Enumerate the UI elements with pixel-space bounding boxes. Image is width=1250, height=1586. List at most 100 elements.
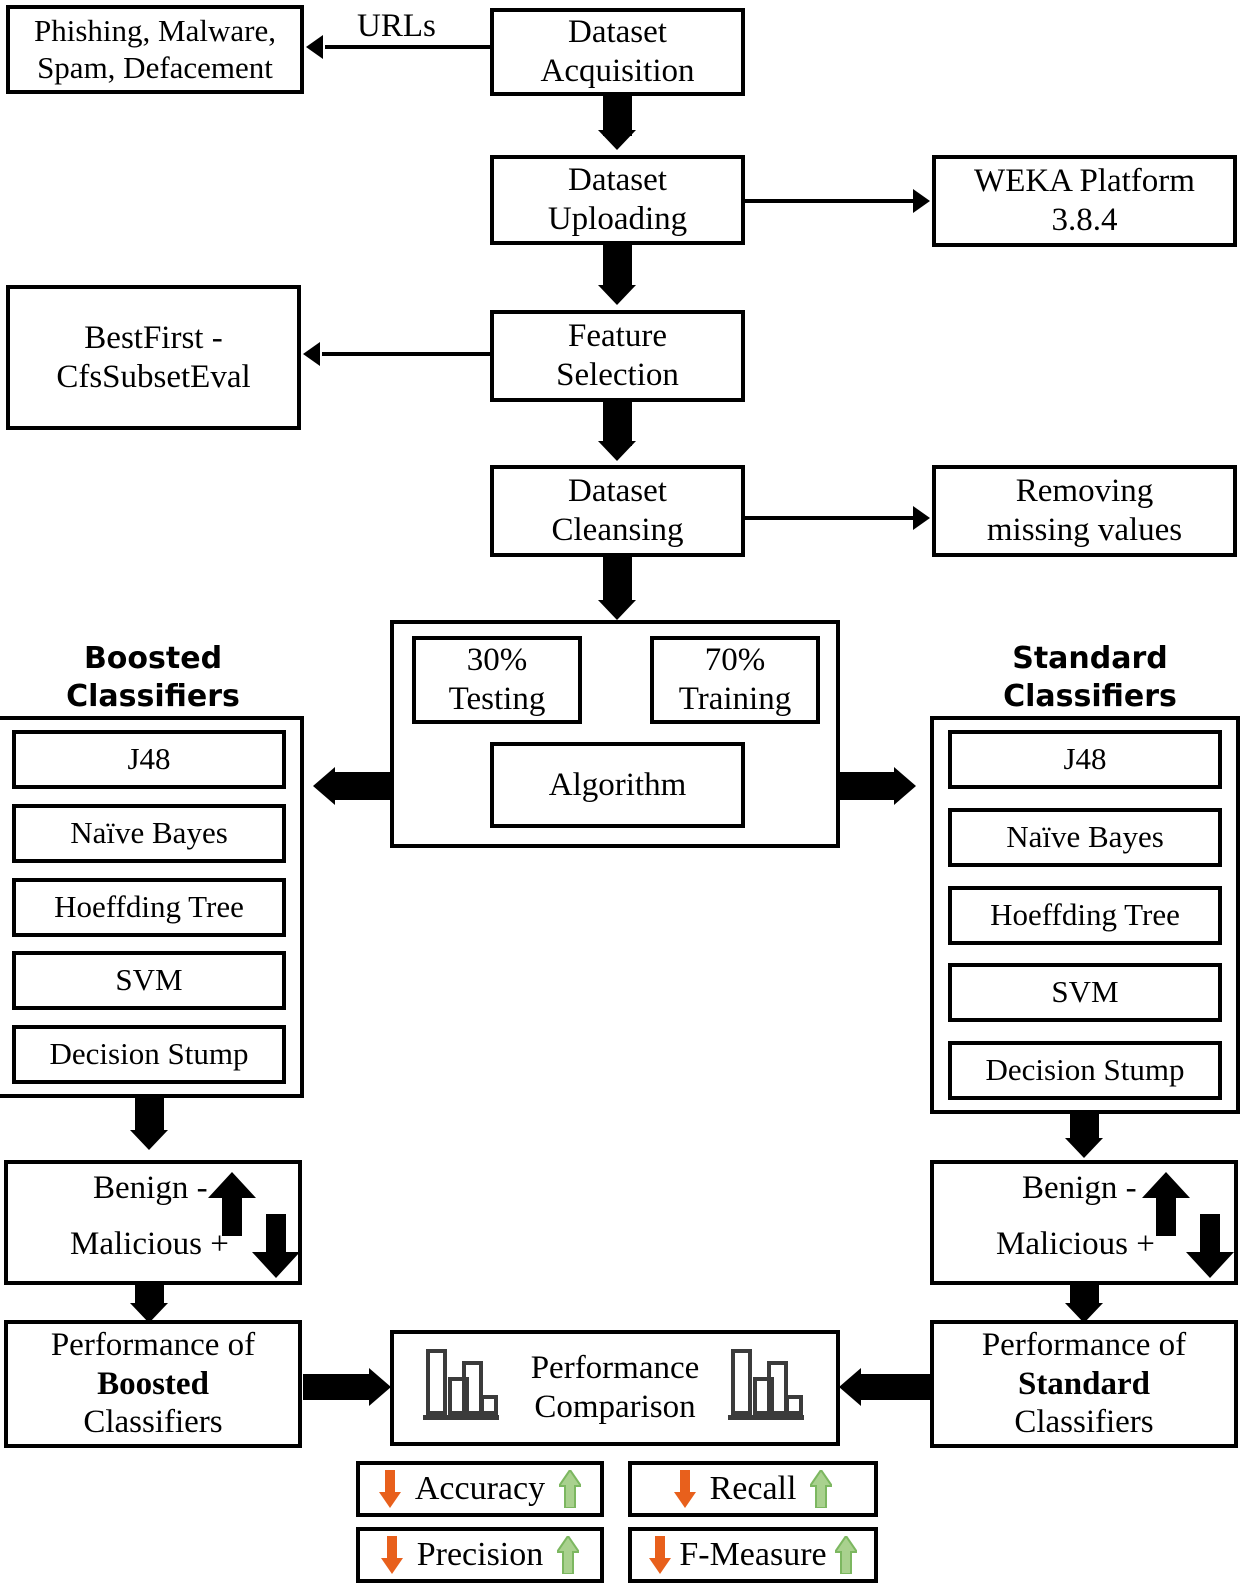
connector-feature-to-bestfirst-line	[322, 352, 492, 356]
boosted-classifiers-title: Boosted Classifiers	[8, 640, 298, 715]
boosted-title-line1: Boosted	[83, 641, 223, 676]
node-algorithm: Algorithm	[490, 742, 745, 828]
standard-classifier-item[interactable]: J48	[948, 730, 1222, 789]
node-weka-platform: WEKA Platform 3.8.4	[932, 155, 1237, 247]
node-algorithm-line1: Algorithm	[548, 766, 687, 803]
down-arrow-icon	[252, 1214, 300, 1278]
performance-boosted-box: Performance of Boosted Classifiers	[4, 1320, 302, 1448]
node-dataset-cleansing: Dataset Cleansing	[490, 465, 745, 557]
metric-label: Recall	[709, 1470, 797, 1507]
node-dataset-cleansing-line2: Cleansing	[551, 512, 684, 548]
performance-comparison-line2: Comparison	[534, 1389, 696, 1425]
performance-standard-box: Performance of Standard Classifiers	[930, 1320, 1238, 1448]
down-arrow-icon	[649, 1536, 672, 1574]
performance-comparison-line1: Performance	[530, 1350, 700, 1387]
node-feature-selection-line1: Feature	[568, 318, 667, 355]
standard-classifier-item[interactable]: Naïve Bayes	[948, 807, 1222, 867]
connector-split-to-boosted-arrowhead	[313, 767, 335, 805]
performance-boosted-line2: Boosted	[97, 1365, 209, 1402]
metric-label: F-Measure	[679, 1536, 827, 1573]
boosted-classifiers-panel: J48 Naïve Bayes Hoeffding Tree SVM Decis…	[0, 716, 304, 1098]
outcome-benign-label-standard: Benign -	[1022, 1170, 1137, 1206]
boosted-classifier-item[interactable]: Decision Stump	[12, 1025, 286, 1084]
connector-split-to-standard-arrowhead	[894, 767, 916, 805]
connector-perfboosted-to-comparison-arrowhead	[369, 1368, 391, 1406]
boosted-classifier-item[interactable]: SVM	[12, 951, 286, 1011]
node-bestfirst-line1: BestFirst -	[84, 319, 223, 356]
connector-split-to-boosted-shaft	[335, 772, 391, 800]
node-dataset-acquisition-line2: Acquisition	[540, 53, 695, 89]
connector-feature-to-bestfirst-arrowhead	[303, 342, 320, 366]
connector-perfstandard-to-comparison-shaft	[861, 1374, 931, 1400]
node-training-split-line2: Training	[678, 681, 792, 717]
connector-cleansing-to-split-shaft	[603, 557, 632, 603]
connector-feature-to-cleansing-shaft	[603, 402, 632, 446]
down-arrow-icon	[380, 1536, 403, 1574]
connector-cleansing-to-removing-line	[745, 516, 915, 520]
connector-perfboosted-to-comparison-shaft	[303, 1374, 371, 1400]
up-arrow-icon	[810, 1470, 833, 1508]
node-training-split-line1: 70%	[704, 642, 766, 679]
node-url-types: Phishing, Malware, Spam, Defacement	[6, 5, 304, 94]
connector-upload-to-weka-line	[745, 199, 915, 203]
down-arrow-icon	[378, 1470, 401, 1508]
node-feature-selection-line2: Selection	[556, 357, 679, 393]
connector-cleansing-to-split-arrowhead	[598, 600, 636, 620]
connector-perfstandard-to-comparison-arrowhead	[839, 1368, 861, 1406]
outcome-benign-label-boosted: Benign -	[93, 1170, 208, 1206]
down-arrow-icon	[673, 1470, 696, 1508]
node-dataset-uploading-line2: Uploading	[547, 201, 688, 237]
node-bestfirst-line2: CfsSubsetEval	[56, 358, 251, 395]
node-url-types-line1: Phishing, Malware,	[34, 12, 276, 48]
boosted-title-line2: Classifiers	[66, 678, 240, 714]
connector-outcome-to-perf-standard-shaft	[1070, 1285, 1099, 1307]
connector-acq-to-upload-shaft	[603, 96, 632, 136]
standard-classifier-item[interactable]: Hoeffding Tree	[948, 885, 1222, 945]
performance-standard-line3: Classifiers	[1014, 1404, 1154, 1441]
up-arrow-icon	[559, 1470, 582, 1508]
metric-chip-recall[interactable]: Recall	[628, 1461, 878, 1517]
node-dataset-uploading-line1: Dataset	[568, 162, 667, 199]
down-arrow-icon	[1186, 1214, 1234, 1278]
standard-classifier-item[interactable]: SVM	[948, 963, 1222, 1023]
bar-chart-icon	[423, 1349, 499, 1420]
connector-upload-to-weka-arrowhead	[913, 189, 930, 213]
metric-chip-fmeasure[interactable]: F-Measure	[628, 1527, 878, 1583]
standard-classifier-item[interactable]: Decision Stump	[948, 1041, 1222, 1100]
boosted-classifier-item[interactable]: J48	[12, 730, 286, 789]
connector-feature-to-cleansing-arrowhead	[598, 441, 636, 461]
node-dataset-acquisition-line1: Dataset	[568, 14, 667, 51]
performance-boosted-line3: Classifiers	[83, 1404, 223, 1441]
node-dataset-cleansing-line1: Dataset	[568, 473, 667, 510]
up-arrow-icon	[1142, 1172, 1190, 1236]
connector-outcome-to-perf-standard-arrowhead	[1065, 1303, 1103, 1323]
up-arrow-icon	[834, 1536, 857, 1574]
node-testing-split: 30% Testing	[412, 636, 582, 724]
connector-outcome-to-perf-boosted-arrowhead	[130, 1303, 168, 1323]
performance-standard-line2: Standard	[1017, 1365, 1151, 1402]
boosted-classifier-item[interactable]: Hoeffding Tree	[12, 877, 286, 937]
node-testing-split-line2: Testing	[448, 681, 546, 717]
outcome-box-standard: Benign - Malicious +	[930, 1160, 1238, 1285]
node-feature-selection: Feature Selection	[490, 310, 745, 402]
connector-split-to-standard-shaft	[839, 772, 895, 800]
node-removing-missing-line2: missing values	[986, 512, 1183, 548]
node-dataset-acquisition: Dataset Acquisition	[490, 8, 745, 96]
node-training-split: 70% Training	[650, 636, 820, 724]
connector-standard-to-outcome-shaft	[1070, 1114, 1099, 1142]
connector-standard-to-outcome-arrowhead	[1065, 1138, 1103, 1158]
metric-chip-accuracy[interactable]: Accuracy	[356, 1461, 604, 1517]
performance-boosted-line1: Performance of	[50, 1326, 256, 1363]
standard-classifiers-panel: J48 Naïve Bayes Hoeffding Tree SVM Decis…	[930, 716, 1240, 1114]
connector-boosted-to-outcome-shaft	[135, 1098, 164, 1134]
outcome-malicious-label-boosted: Malicious +	[70, 1226, 229, 1262]
connector-urls-label: URLs	[353, 8, 440, 45]
outcome-box-boosted: Benign - Malicious +	[4, 1160, 302, 1285]
node-weka-line1: WEKA Platform	[974, 163, 1195, 200]
metric-chip-precision[interactable]: Precision	[356, 1527, 604, 1583]
node-removing-missing-values: Removing missing values	[932, 465, 1237, 557]
boosted-classifier-item[interactable]: Naïve Bayes	[12, 803, 286, 863]
connector-upload-to-feature-arrowhead	[598, 285, 636, 305]
up-arrow-icon	[208, 1172, 256, 1236]
